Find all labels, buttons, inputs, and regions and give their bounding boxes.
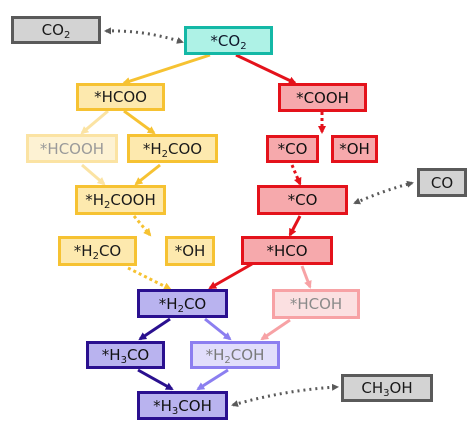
co-label: *CO bbox=[287, 191, 318, 209]
arrow-co-small-to-co bbox=[290, 164, 302, 186]
h2coh-box: *H2COH bbox=[190, 341, 280, 369]
arrow-co2-to-cooh bbox=[235, 53, 297, 85]
hcooh-box: *HCOOH bbox=[26, 134, 118, 163]
arrow-h2cooh-to-split bbox=[132, 215, 152, 237]
co2-gas-label: CO2 bbox=[41, 21, 71, 41]
oh-orange-label: *OH bbox=[174, 242, 206, 260]
hcoo-box: *HCOO bbox=[76, 83, 165, 111]
hcoh-label: *HCOH bbox=[289, 295, 343, 313]
hcoo-label: *HCOO bbox=[94, 88, 147, 106]
arrow-hcooh-to-h2cooh bbox=[81, 163, 106, 186]
arrow-co2-exchange bbox=[104, 27, 184, 44]
h2cooh-box: *H2COOH bbox=[75, 185, 166, 215]
oh-red-label: *OH bbox=[339, 140, 370, 158]
arrow-co2-to-hcoo bbox=[122, 53, 211, 85]
co2-gas-box: CO2 bbox=[11, 16, 101, 44]
oh-orange-box: *OH bbox=[165, 236, 215, 266]
h2co-label: *H2CO bbox=[158, 294, 207, 315]
cooh-box: *COOH bbox=[278, 83, 367, 112]
arrow-hcoo-to-h2coo bbox=[123, 109, 156, 135]
arrow-h2co-to-h3co bbox=[138, 317, 171, 341]
h2coo-box: *H2COO bbox=[127, 134, 218, 163]
co-gas-box: CO bbox=[417, 168, 467, 197]
arrow-hcoo-to-hcooh bbox=[80, 109, 109, 135]
h2co-orange-label: *H2CO bbox=[73, 242, 122, 262]
arrow-h2coh-to-h3coh bbox=[196, 368, 229, 391]
arrow-co-exchange bbox=[353, 180, 414, 205]
h3co-label: *H3CO bbox=[101, 346, 150, 366]
h3coh-label: *H3COH bbox=[153, 396, 212, 417]
cooh-label: *COOH bbox=[296, 88, 349, 107]
arrow-h2co-to-h2coh bbox=[204, 317, 232, 341]
h2coo-label: *H2COO bbox=[142, 139, 203, 160]
hcooh-label: *HCOOH bbox=[39, 139, 105, 158]
ch3oh-gas-box: CH3OH bbox=[341, 374, 433, 402]
h2co-orange-box: *H2CO bbox=[58, 236, 137, 266]
co-gas-label: CO bbox=[430, 173, 454, 192]
h2co-box: *H2CO bbox=[137, 289, 228, 318]
arrow-co-to-hco bbox=[288, 215, 302, 237]
ch3oh-gas-label: CH3OH bbox=[361, 379, 413, 399]
co-box: *CO bbox=[257, 185, 348, 215]
h2coh-label: *H2COH bbox=[205, 346, 265, 366]
arrow-hco-to-hcoh bbox=[300, 265, 312, 289]
arrow-h2coo-to-h2cooh bbox=[134, 163, 161, 186]
oh-red-box: *OH bbox=[331, 135, 378, 163]
arrow-h2co-to-h2co-blue bbox=[127, 266, 172, 291]
arrow-ch3oh-exchange bbox=[231, 383, 339, 407]
arrow-h3co-to-h3coh bbox=[137, 368, 174, 391]
co-small-box: *CO bbox=[266, 135, 319, 163]
arrow-hcoh-to-h2coh bbox=[260, 318, 291, 341]
arrow-hco-to-h2co bbox=[208, 262, 253, 290]
hcoh-box: *HCOH bbox=[272, 289, 360, 319]
co-small-label: *CO bbox=[277, 140, 308, 158]
h3co-box: *H3CO bbox=[86, 341, 165, 369]
co2-adsorbed-label: *CO2 bbox=[210, 31, 247, 52]
hco-label: *HCO bbox=[266, 241, 308, 260]
h2cooh-label: *H2COOH bbox=[85, 191, 156, 211]
h3coh-box: *H3COH bbox=[137, 391, 228, 420]
hco-box: *HCO bbox=[241, 236, 333, 265]
co2-adsorbed-box: *CO2 bbox=[184, 26, 273, 55]
